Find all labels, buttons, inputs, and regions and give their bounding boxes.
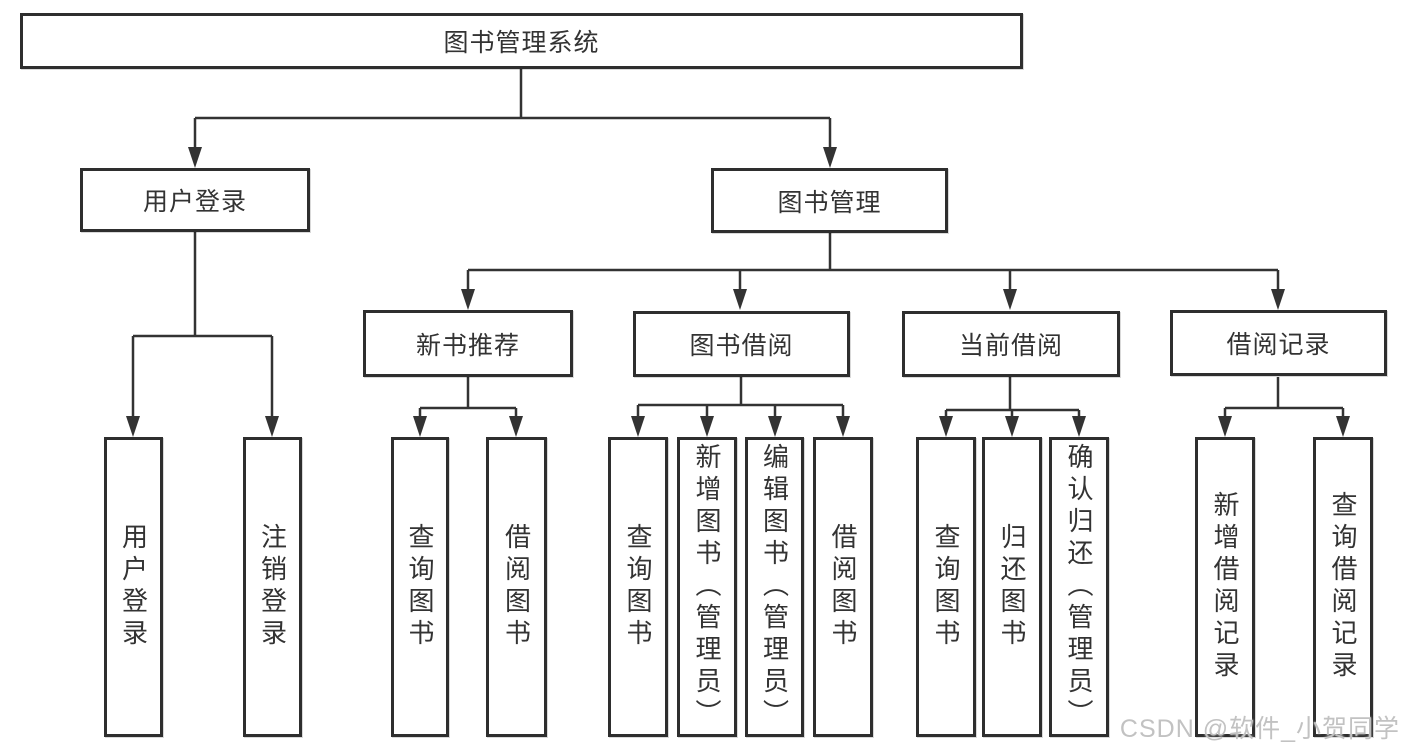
arrowhead-icon (413, 416, 427, 437)
arrowhead-icon (265, 416, 279, 437)
arrowhead-icon (768, 416, 782, 437)
arrowhead-icon (1072, 416, 1086, 437)
arrowhead-icon (1003, 289, 1017, 310)
node-leaf-return-books: 归还图书 (982, 437, 1042, 737)
arrowhead-icon (461, 289, 475, 310)
node-leaf-confirm-return-admin: 确认归还（管理员） (1049, 437, 1109, 737)
arrowhead-icon (126, 416, 140, 437)
arrowhead-icon (1218, 416, 1232, 437)
arrowhead-icon (733, 289, 747, 310)
node-new-book-recommend-label: 新书推荐 (415, 331, 520, 360)
arrowhead-icon (188, 147, 202, 168)
node-leaf-logout: 注销登录 (243, 437, 302, 737)
node-leaf-add-borrow-record-label: 新增借阅记录 (1210, 491, 1240, 683)
node-leaf-query-books-2: 查询图书 (608, 437, 668, 737)
node-borrowing-records-label: 借阅记录 (1226, 331, 1331, 359)
node-leaf-logout-label: 注销登录 (257, 523, 288, 651)
arrowhead-icon (700, 416, 714, 437)
arrowhead-icon (1271, 289, 1285, 310)
node-library-system-label: 图书管理系统 (443, 29, 600, 57)
node-leaf-user-login: 用户登录 (104, 437, 163, 737)
node-leaf-borrow-books-2-label: 借阅图书 (828, 523, 858, 651)
node-library-system: 图书管理系统 (20, 13, 1023, 69)
node-leaf-edit-books-admin: 编辑图书（管理员） (745, 437, 804, 737)
connector-root-to-level2 (193, 69, 832, 152)
node-current-borrowing-label: 当前借阅 (958, 332, 1063, 360)
node-leaf-borrow-books-1: 借阅图书 (486, 437, 547, 737)
node-leaf-query-borrow-record-label: 查询借阅记录 (1328, 491, 1358, 683)
node-book-borrowing: 图书借阅 (633, 311, 850, 377)
node-current-borrowing: 当前借阅 (902, 311, 1120, 377)
node-leaf-query-borrow-record: 查询借阅记录 (1313, 437, 1373, 737)
arrowhead-icon (1005, 416, 1019, 437)
arrowhead-icon (836, 416, 850, 437)
node-leaf-edit-books-admin-label: 编辑图书（管理员） (759, 443, 790, 731)
node-leaf-query-books-3-label: 查询图书 (931, 523, 961, 651)
node-user-login-label: 用户登录 (142, 188, 247, 216)
connector-new-book-branch (418, 377, 518, 421)
node-user-login: 用户登录 (80, 168, 310, 232)
node-leaf-add-borrow-record: 新增借阅记录 (1195, 437, 1255, 737)
connector-user-login-branch (131, 232, 274, 421)
node-leaf-query-books-2-label: 查询图书 (623, 523, 653, 651)
arrowhead-icon (631, 416, 645, 437)
node-leaf-user-login-label: 用户登录 (118, 523, 149, 651)
node-book-management: 图书管理 (711, 168, 948, 233)
arrowhead-icon (939, 416, 953, 437)
node-book-management-label: 图书管理 (777, 188, 882, 217)
arrowhead-icon (823, 147, 837, 168)
connector-borrow-record-branch (1223, 377, 1345, 421)
connector-book-borrow-branch (636, 377, 845, 421)
node-leaf-borrow-books-2: 借阅图书 (813, 437, 873, 737)
connector-book-mgmt-to-level3 (466, 233, 1280, 294)
arrowhead-icon (509, 416, 523, 437)
node-leaf-add-books-admin: 新增图书（管理员） (677, 437, 737, 737)
node-leaf-add-books-admin-label: 新增图书（管理员） (692, 443, 722, 731)
node-leaf-query-books-1-label: 查询图书 (405, 523, 435, 651)
arrowhead-icon (1336, 416, 1350, 437)
node-book-borrowing-label: 图书借阅 (689, 332, 794, 360)
node-leaf-borrow-books-1-label: 借阅图书 (501, 523, 532, 651)
node-leaf-query-books-3: 查询图书 (916, 437, 976, 737)
connector-current-borrow-branch (944, 377, 1081, 421)
node-new-book-recommend: 新书推荐 (363, 310, 573, 377)
node-borrowing-records: 借阅记录 (1170, 310, 1387, 376)
node-leaf-confirm-return-admin-label: 确认归还（管理员） (1064, 443, 1094, 731)
node-leaf-return-books-label: 归还图书 (997, 523, 1027, 651)
node-leaf-query-books-1: 查询图书 (391, 437, 449, 737)
